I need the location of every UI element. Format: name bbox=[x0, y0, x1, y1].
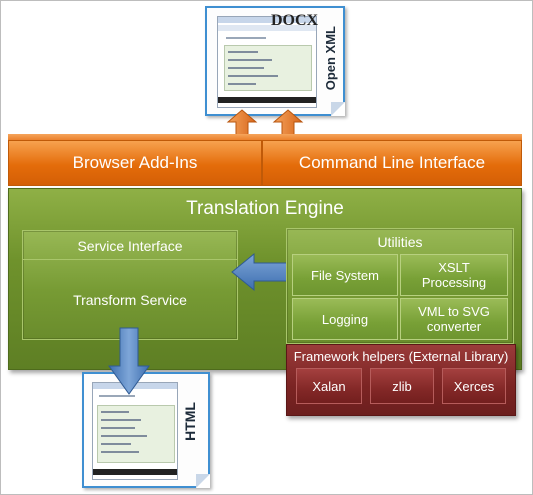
xslt-processing: XSLT Processing bbox=[400, 254, 508, 296]
command-line-interface: Command Line Interface bbox=[262, 140, 522, 186]
browser-add-ins-label: Browser Add-Ins bbox=[72, 153, 198, 172]
blue-down-arrow bbox=[108, 327, 150, 395]
open-xml-document: DOCX Open XML bbox=[205, 6, 345, 116]
translation-engine-title: Translation Engine bbox=[186, 198, 344, 219]
file-system: File System bbox=[292, 254, 398, 296]
service-interface: Service Interface bbox=[22, 232, 238, 260]
add-ins-top-strip bbox=[8, 134, 522, 142]
vml-to-svg-converter: VML to SVG converter bbox=[400, 298, 508, 340]
framework-item-zlib: zlib bbox=[370, 368, 434, 404]
open-xml-label: Open XML bbox=[323, 26, 338, 91]
docx-tag: DOCX bbox=[271, 12, 319, 29]
framework-item-xerces: Xerces bbox=[442, 368, 506, 404]
html-label: HTML bbox=[182, 402, 198, 441]
framework-item-xalan: Xalan bbox=[296, 368, 362, 404]
transform-service-panel bbox=[22, 230, 238, 340]
page-fold-icon bbox=[196, 474, 210, 488]
browser-add-ins: Browser Add-Ins bbox=[8, 140, 262, 186]
command-line-interface-label: Command Line Interface bbox=[298, 153, 486, 172]
page-fold-icon bbox=[331, 102, 345, 116]
arrow-down-icon bbox=[108, 327, 150, 395]
document-screenshot-icon bbox=[217, 16, 317, 108]
arrow-left-icon bbox=[231, 252, 289, 292]
transform-service: Transform Service bbox=[73, 292, 187, 308]
utilities-title: Utilities bbox=[377, 234, 423, 250]
blue-left-arrow bbox=[231, 252, 289, 292]
framework-helpers-title: Framework helpers (External Library) bbox=[293, 348, 509, 364]
logging: Logging bbox=[292, 298, 398, 340]
